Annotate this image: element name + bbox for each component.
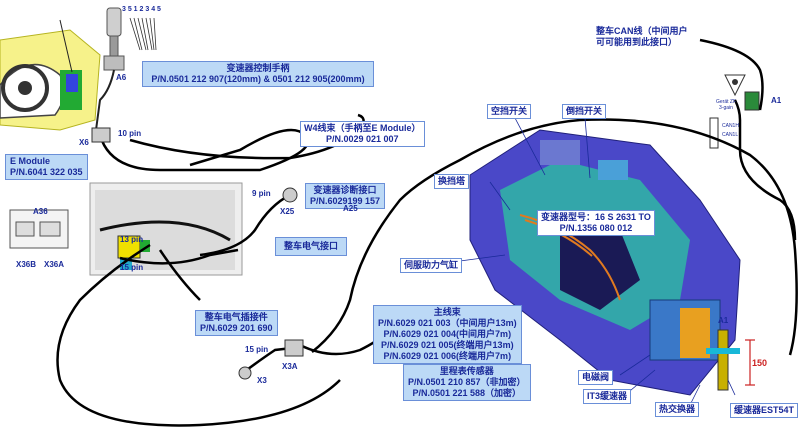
dim-150: 150 (752, 358, 768, 368)
connector-x36b: X36B (16, 260, 37, 269)
vehicle-elec-label: 整车电气接口 (275, 237, 348, 256)
shift-lever-pn: P/N.0501 212 907(120mm) & 0501 212 905(2… (151, 74, 365, 84)
can-legend-1: CAN1H (722, 123, 739, 129)
transmission-model: 变速器型号：16 S 2631 TO (541, 212, 651, 222)
vehicle-connector-pn: P/N.6029 201 690 (200, 323, 273, 333)
e-module-label: E Module P/N.6041 322 035 (5, 154, 88, 180)
main-harness-label: 主线束 P/N.6029 021 003（中间用户13m) P/N.6029 0… (373, 305, 522, 364)
pin-count-15-vehicle: 15 pin (245, 345, 269, 354)
diag-port-label: 变速器诊断接口 P/N.6029199 157 (305, 183, 386, 209)
connector-x3a: X3A (282, 362, 298, 371)
vehicle-connector-label: 整车电气插接件 P/N.6029 201 690 (195, 310, 278, 336)
w4-harness-title: W4线束（手柄至E Module） (304, 123, 421, 133)
range-switch-label: 空挡开关 (487, 104, 532, 119)
connector-x3: X3 (257, 376, 267, 385)
speedo-sensor-title: 里程表传感器 (439, 366, 494, 376)
can-connector-drawing (709, 74, 760, 149)
shift-tower-label: 换挡塔 (434, 174, 470, 189)
transmission-label: 变速器型号：16 S 2631 TO P/N.1356 080 012 (537, 210, 655, 236)
connector-x25: X25 (280, 207, 295, 216)
connector-a36: A36 (33, 207, 48, 216)
can-subtitle: 可可能用到此接口） (596, 37, 678, 47)
can-legend-2: CAN1L (722, 132, 739, 138)
lever-gear-numbers: 3 5 1 2 3 4 5 (122, 6, 161, 13)
a36-module-drawing (9, 209, 69, 249)
connector-a6: A6 (116, 73, 127, 82)
pin-count-9: 9 pin (252, 189, 271, 198)
pin-count-15-emodule: 15 pin (120, 263, 144, 272)
est54t-label: 缓速器EST54T (730, 403, 799, 418)
plug-x6 (91, 127, 111, 143)
main-harness-title: 主线束 (433, 307, 461, 317)
zf-code-label: Gerät ZF 3-gain (716, 99, 737, 111)
e-module-title: E Module (10, 156, 50, 166)
diag-port-pn: P/N.6029199 157 (310, 196, 381, 206)
diag-port-title: 变速器诊断接口 (313, 185, 377, 195)
plug-x25 (282, 187, 298, 203)
gear-switch-label: 倒挡开关 (562, 104, 607, 119)
retarder-bracket (706, 329, 755, 391)
dashboard-image (0, 19, 101, 131)
connector-a1-can: A1 (771, 96, 782, 105)
cab-photo (89, 182, 243, 276)
connector-x36a: X36A (44, 260, 65, 269)
shift-lever-title: 变速器控制手柄 (226, 63, 290, 73)
shift-lever-image (95, 7, 157, 131)
speedo-sensor-pn-1: P/N.0501 210 857（非加密） (408, 377, 526, 387)
e-module-pn: P/N.6041 322 035 (10, 167, 83, 177)
shift-lever-label: 变速器控制手柄 P/N.0501 212 907(120mm) & 0501 2… (142, 61, 374, 87)
speedo-sensor-label: 里程表传感器 P/N.0501 210 857（非加密） P/N.0501 22… (403, 364, 531, 401)
pin-count-10: 10 pin (118, 129, 142, 138)
connector-a25: A25 (343, 204, 358, 213)
can-label: 整车CAN线（中间用户 可可能用到此接口） (596, 26, 688, 48)
it3-label: IT3缓速器 (583, 389, 632, 404)
w4-harness-label: W4线束（手柄至E Module） P/N.0029 021 007 (300, 121, 425, 147)
connector-a1-retarder: A1 (718, 316, 729, 325)
heat-exchanger-label: 热交换器 (655, 402, 700, 417)
solenoid-label: 电磁阀 (578, 370, 614, 385)
plug-x3 (238, 339, 304, 380)
main-harness-pn-2: P/N.6029 021 004(中间用户7m) (383, 329, 512, 339)
w4-harness-pn: P/N.0029 021 007 (325, 134, 399, 144)
main-harness-pn-3: P/N.6029 021 005(终端用户13m) (381, 340, 514, 350)
transmission-pn: P/N.1356 080 012 (559, 223, 633, 233)
pin-count-13: 13 pin (120, 235, 144, 244)
can-title: 整车CAN线（中间用户 (596, 26, 688, 36)
main-harness-pn-4: P/N.6029 021 006(终端用户7m) (383, 351, 512, 361)
connector-x6: X6 (79, 138, 89, 147)
speedo-sensor-pn-2: P/N.0501 221 588（加密） (412, 388, 522, 398)
booster-label: 伺服助力气缸 (400, 258, 463, 273)
main-harness-pn-1: P/N.6029 021 003（中间用户13m) (378, 318, 517, 328)
vehicle-elec-title: 整车电气接口 (284, 241, 339, 251)
vehicle-connector-title: 整车电气插接件 (204, 312, 268, 322)
